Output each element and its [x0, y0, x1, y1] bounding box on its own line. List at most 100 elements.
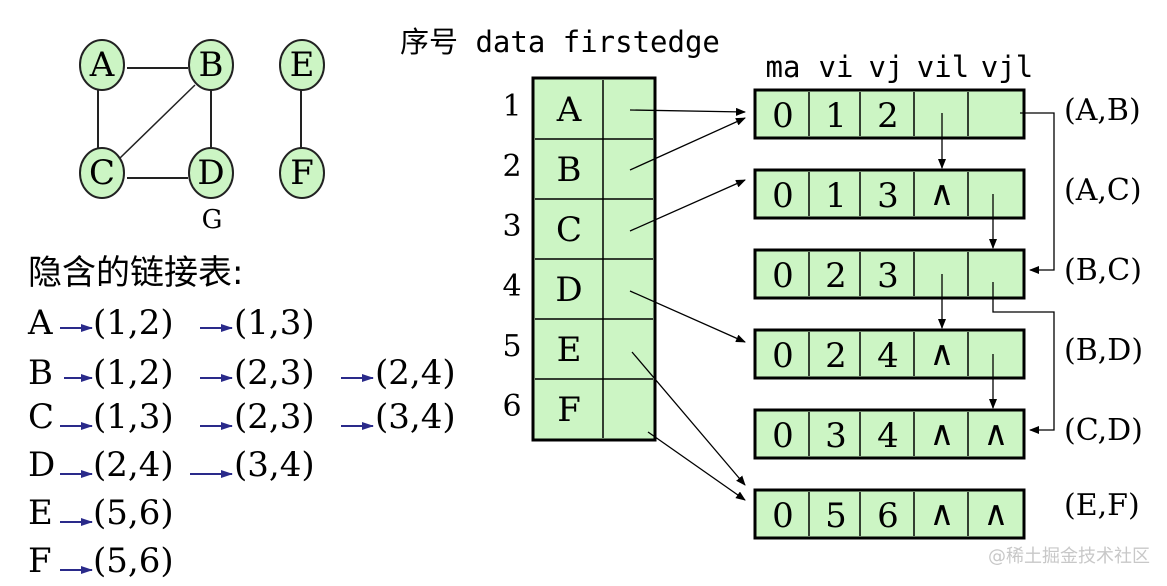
- list-pair: (2,3): [234, 353, 315, 393]
- vertex-index: 2: [502, 149, 521, 184]
- edge-cell-vjl: ∧: [984, 494, 1009, 534]
- edge-cell-ma: 0: [772, 416, 794, 456]
- list-pair: (1,3): [234, 303, 315, 343]
- vjl-pointer-ab: [1020, 112, 1055, 274]
- list-vertex: B: [28, 353, 53, 393]
- firstedge-pointer-a: [629, 107, 746, 116]
- list-item-f: F (5,6): [28, 541, 174, 581]
- vertex-index: 6: [502, 389, 521, 424]
- vertex-index: 1: [502, 89, 521, 124]
- list-pair: (1,2): [93, 303, 174, 343]
- list-pair: (2,3): [234, 397, 315, 437]
- vertex-table-header: 序号 data firstedge: [400, 25, 720, 59]
- graph-node-a: A: [79, 39, 125, 91]
- edge-cell-vj: 4: [877, 336, 899, 376]
- graph-node-label: D: [197, 153, 224, 193]
- edge-cell-vil: ∧: [930, 414, 955, 454]
- edge-cell-ma: 0: [772, 96, 794, 136]
- edge-label: (E,F): [1064, 488, 1140, 523]
- edge-node-3: 0 2 3: [753, 248, 1026, 300]
- list-item-b: B (1,2) (2,3) (2,4): [28, 353, 456, 393]
- list-vertex: C: [28, 397, 54, 437]
- vertex-data-cell: B: [557, 150, 582, 190]
- graph-label: G: [202, 205, 223, 235]
- edge-cell-vi: 2: [825, 256, 847, 296]
- list-pair: (3,4): [234, 445, 315, 485]
- firstedge-pointer-d: [629, 290, 746, 343]
- list-pair: (1,3): [93, 397, 174, 437]
- edge-cell-vi: 3: [825, 416, 847, 456]
- list-pair: (2,4): [93, 445, 174, 485]
- graph-node-c: C: [79, 147, 125, 199]
- graph-node-e: E: [279, 39, 325, 91]
- edge-cell-vi: 1: [825, 176, 847, 216]
- edge-table-header: ma vi vj vil vjl: [766, 50, 1034, 84]
- edge-node-6: 0 5 6 ∧ ∧: [753, 488, 1026, 540]
- edge-node-4: 0 2 4 ∧: [753, 328, 1026, 380]
- edge-cell-vj: 6: [877, 496, 899, 536]
- firstedge-pointer-b: [629, 117, 746, 171]
- list-item-d: D (2,4) (3,4): [28, 445, 315, 485]
- list-pair: (2,4): [375, 353, 456, 393]
- implicit-list-title: 隐含的链接表:: [28, 253, 243, 293]
- edge-node-5: 0 3 4 ∧ ∧: [753, 408, 1026, 460]
- graph-g: A B C D E F G: [79, 39, 325, 235]
- vertex-data-cell: A: [556, 90, 582, 130]
- edge-cell-vi: 5: [825, 496, 847, 536]
- edge-cell-vil: ∧: [930, 494, 955, 534]
- graph-node-d: D: [188, 147, 234, 199]
- vjl-pointer-bc: [992, 282, 1055, 434]
- list-vertex: F: [28, 541, 52, 581]
- edge-column-header: vi: [819, 50, 854, 84]
- edge-cell-ma: 0: [772, 336, 794, 376]
- watermark: @稀土掘金技术社区: [988, 546, 1150, 567]
- edge-cell-ma: 0: [772, 256, 794, 296]
- list-item-c: C (1,3) (2,3) (3,4): [28, 397, 456, 437]
- edge-cell-vj: 4: [877, 416, 899, 456]
- list-pair: (5,6): [93, 541, 174, 581]
- vertex-data-cell: C: [556, 210, 582, 250]
- vertex-index: 5: [502, 329, 521, 364]
- edge-node-1: 0 1 2: [753, 88, 1026, 140]
- edge-cell-vi: 2: [825, 336, 847, 376]
- list-item-a: A (1,2) (1,3): [27, 303, 315, 343]
- vertex-index: 4: [502, 269, 521, 304]
- edge-node-2: 0 1 3 ∧: [753, 168, 1026, 220]
- edge-column-header: vil: [917, 50, 969, 84]
- edge-cell-vj: 2: [877, 96, 899, 136]
- graph-node-label: F: [290, 153, 314, 193]
- graph-node-label: C: [89, 153, 115, 193]
- graph-node-label: A: [89, 45, 115, 85]
- implicit-list: 隐含的链接表: A (1,2) (1,3) B (1,2) (2,3) (2,4…: [27, 253, 456, 581]
- edge-label: (B,D): [1064, 333, 1143, 368]
- graph-edge-b-c: [119, 84, 196, 159]
- graph-node-f: F: [279, 147, 325, 199]
- vertex-data-cell: D: [555, 270, 582, 310]
- list-pair: (3,4): [375, 397, 456, 437]
- list-vertex: A: [27, 303, 53, 343]
- graph-node-label: E: [290, 45, 315, 85]
- list-vertex: D: [28, 445, 55, 485]
- edge-cell-vil: ∧: [930, 334, 955, 374]
- firstedge-pointer-c: [629, 179, 746, 232]
- edge-cell-ma: 0: [772, 176, 794, 216]
- list-vertex: E: [28, 493, 53, 533]
- firstedge-pointer-e: [631, 351, 746, 486]
- edge-cell-vi: 1: [825, 96, 847, 136]
- edge-label: (A,B): [1064, 93, 1141, 128]
- graph-node-b: B: [188, 39, 234, 91]
- edge-cell-ma: 0: [772, 496, 794, 536]
- vertex-table: 序号 data firstedge 1 2 3 4 5 6 A B C D E …: [400, 25, 720, 442]
- list-pair: (5,6): [93, 493, 174, 533]
- edge-label: (B,C): [1064, 253, 1142, 288]
- vertex-index: 3: [502, 209, 521, 244]
- edge-column-header: ma: [766, 50, 801, 84]
- firstedge-pointer-f: [647, 431, 746, 501]
- edge-cell-vj: 3: [877, 176, 899, 216]
- graph-node-label: B: [199, 45, 224, 85]
- edge-cell-vj: 3: [877, 256, 899, 296]
- edge-cell-vil: ∧: [930, 174, 955, 214]
- edge-column-header: vj: [869, 50, 904, 84]
- edge-column-header: vjl: [981, 50, 1033, 84]
